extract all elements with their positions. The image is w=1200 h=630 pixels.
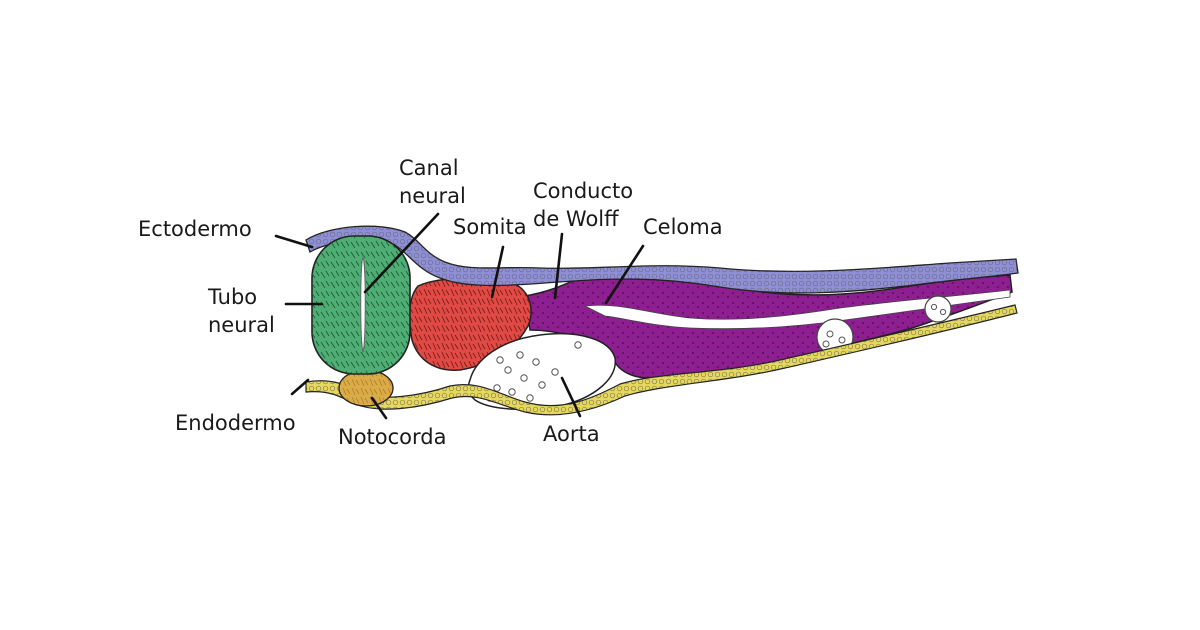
blood-cells: [486, 341, 582, 402]
canal-neural: [360, 257, 366, 353]
label-celoma: Celoma: [643, 215, 723, 239]
aorta: [467, 332, 616, 411]
label-conducto-line2: de Wolff: [533, 207, 619, 231]
label-endodermo: Endodermo: [175, 411, 296, 435]
label-notocorda: Notocorda: [338, 425, 447, 449]
celoma-cavity: [583, 289, 1011, 330]
vesicle: [924, 295, 952, 323]
label-canal-neural-line1: Canal: [399, 156, 459, 180]
label-canal-neural-line2: neural: [399, 184, 466, 208]
label-ectodermo: Ectodermo: [138, 217, 252, 241]
label-conducto-line1: Conducto: [533, 179, 634, 203]
label-somita: Somita: [453, 215, 527, 239]
label-tubo-line2: neural: [208, 313, 275, 337]
leader-lines: [274, 212, 645, 420]
label-tubo-line1: Tubo: [208, 285, 258, 309]
label-aorta: Aorta: [543, 422, 600, 446]
